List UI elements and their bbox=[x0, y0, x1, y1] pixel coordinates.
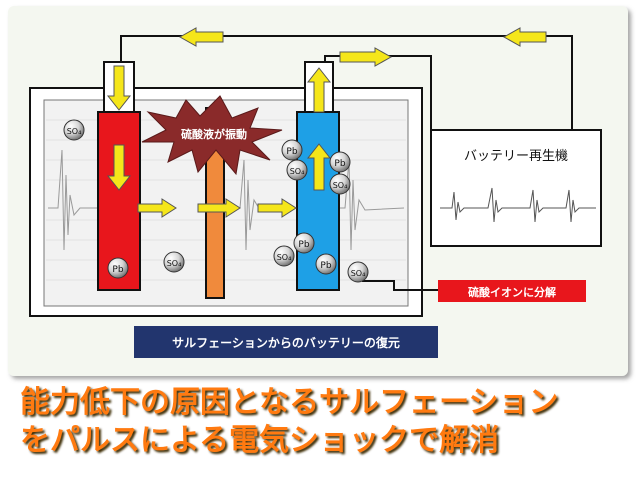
top-wire-arrows bbox=[178, 27, 547, 67]
caption-line-1: 能力低下の原因となるサルフェーション bbox=[20, 385, 559, 420]
so4-ion: SO₄ bbox=[273, 245, 295, 267]
pb-ion: Pb bbox=[329, 151, 351, 173]
so4-ion-label: SO₄ bbox=[333, 181, 348, 190]
arrow-right-icon bbox=[257, 198, 297, 218]
pb-ion: Pb bbox=[315, 253, 337, 275]
so4-ion: SO₄ bbox=[63, 119, 85, 141]
ion-flow-arrows bbox=[137, 198, 297, 218]
arrow-right-icon bbox=[197, 198, 241, 218]
regenerator-pulse-trace bbox=[440, 187, 596, 223]
title-box-label: サルフェーションからのバッテリーの復元 bbox=[172, 335, 400, 350]
pb-ion-label: Pb bbox=[298, 240, 309, 250]
so4-ion: SO₄ bbox=[329, 173, 351, 195]
arrow-down-icon bbox=[106, 65, 132, 111]
so4-ion-label: SO₄ bbox=[167, 259, 182, 268]
arrow-left-icon bbox=[502, 27, 547, 47]
positive-plate bbox=[97, 111, 141, 291]
so4-ion-label: SO₄ bbox=[67, 127, 82, 136]
so4-ion: SO₄ bbox=[286, 159, 308, 181]
callout-label: 硫酸イオンに分解 bbox=[468, 285, 556, 299]
so4-ion: SO₄ bbox=[347, 261, 369, 283]
pb-ion: Pb bbox=[107, 257, 129, 279]
flow-arrows bbox=[106, 65, 332, 191]
arrow-up-icon bbox=[306, 143, 332, 191]
burst-label: 硫酸液が振動 bbox=[181, 127, 247, 141]
arrow-right-icon bbox=[339, 47, 393, 67]
so4-ion: SO₄ bbox=[163, 251, 185, 273]
arrow-right-icon bbox=[137, 198, 177, 218]
battery-regenerator-box bbox=[430, 129, 602, 247]
pb-ion-label: Pb bbox=[320, 261, 331, 271]
arrow-down-icon bbox=[106, 144, 132, 191]
callout-box bbox=[438, 280, 586, 302]
pb-ion-label: Pb bbox=[112, 265, 123, 275]
vibration-burst bbox=[141, 95, 283, 176]
so4-ion-label: SO₄ bbox=[290, 167, 305, 176]
regenerator-label: バッテリー再生機 bbox=[464, 149, 568, 164]
arrow-left-icon bbox=[178, 27, 224, 47]
caption-line-2: をパルスによる電気ショックで解消 bbox=[20, 423, 500, 458]
so4-ion-label: SO₄ bbox=[277, 253, 292, 262]
pb-ion: Pb bbox=[293, 232, 315, 254]
arrow-up-icon bbox=[306, 67, 332, 113]
pb-ion-label: Pb bbox=[334, 159, 345, 169]
caption: 能力低下の原因となるサルフェーション をパルスによる電気ショックで解消 bbox=[20, 384, 620, 460]
pb-ion-label: Pb bbox=[286, 147, 297, 157]
pb-ion: Pb bbox=[281, 139, 303, 161]
so4-ion-label: SO₄ bbox=[351, 269, 366, 278]
title-box bbox=[134, 326, 438, 358]
